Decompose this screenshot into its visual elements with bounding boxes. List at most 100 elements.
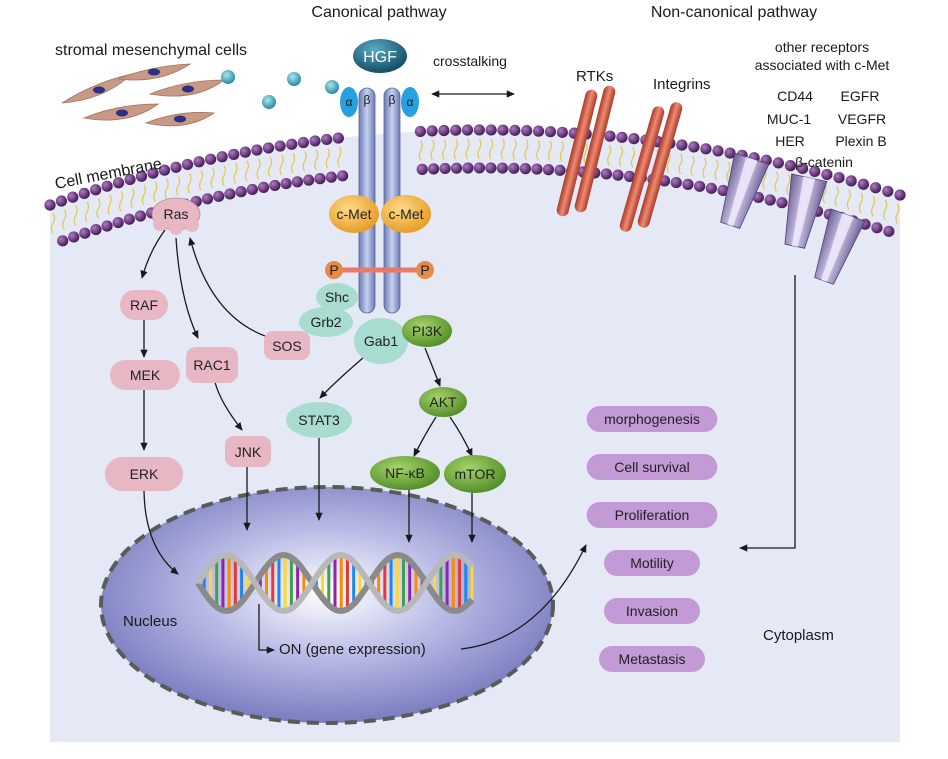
lipid-head xyxy=(882,185,894,197)
lipid-tail xyxy=(583,142,588,164)
associated-receptor-label: HER xyxy=(775,133,805,149)
gab1-node: Gab1 xyxy=(354,318,408,364)
lipid-tail xyxy=(442,139,447,160)
lipid-tail xyxy=(858,192,864,214)
lipid-head xyxy=(450,162,463,174)
lipid-tail xyxy=(465,138,470,160)
associated-receptor-label: Plexin B xyxy=(835,133,886,149)
integrin-bar xyxy=(619,106,665,232)
lipid-head xyxy=(724,147,736,159)
lipid-head xyxy=(314,173,326,185)
lipid-tail xyxy=(302,151,307,172)
lipid-head xyxy=(426,125,438,137)
dna-strand xyxy=(195,552,475,614)
lipid-tail xyxy=(325,148,330,169)
lipid-tail xyxy=(690,155,695,177)
lipid-head xyxy=(497,124,509,136)
associated-receptor-shape xyxy=(720,152,770,229)
nfkb-label: NF-κB xyxy=(385,465,425,481)
akt-label: AKT xyxy=(429,394,457,410)
lipid-head xyxy=(450,124,462,136)
mek-node: MEK xyxy=(110,360,180,390)
lipid-tail xyxy=(153,181,158,203)
associated-receptor-label: VEGFR xyxy=(838,111,886,127)
outcome-motility: Motility xyxy=(604,550,700,576)
sos-label: SOS xyxy=(272,338,302,354)
lipid-head xyxy=(134,210,147,222)
raf-label: RAF xyxy=(130,297,158,313)
lipid-tail xyxy=(678,153,683,175)
lipid-head xyxy=(280,177,292,190)
rac1-node: RAC1 xyxy=(186,347,238,383)
lipid-head xyxy=(717,184,729,197)
lipid-head xyxy=(869,182,882,194)
lipid-head xyxy=(542,164,555,176)
lipid-head xyxy=(101,180,113,192)
raf-node: RAF xyxy=(120,290,168,320)
lipid-head xyxy=(531,163,543,175)
lipid-head xyxy=(473,162,486,174)
lipid-head xyxy=(67,191,79,203)
lipid-head xyxy=(224,188,236,200)
lipid-head xyxy=(809,165,821,177)
gab1-label: Gab1 xyxy=(364,333,398,349)
lipid-head xyxy=(235,186,247,198)
stromal-cell xyxy=(82,103,160,121)
outcome-pill xyxy=(604,598,700,624)
other-receptors-line2: associated with c-Met xyxy=(755,57,890,73)
lipid-head xyxy=(688,141,700,153)
arrow-dna-gene-expression xyxy=(258,604,275,654)
arrow-pi3k-akt xyxy=(424,347,441,387)
lipid-tail xyxy=(870,196,876,217)
lipid-tail xyxy=(630,147,635,168)
lipid-tail xyxy=(702,157,707,179)
lipid-head xyxy=(700,143,712,155)
outcome-label: Proliferation xyxy=(615,507,690,523)
lipid-tail xyxy=(141,184,146,206)
lipid-head xyxy=(325,171,337,183)
lipid-head xyxy=(44,199,56,211)
associated-receptor-label: CD44 xyxy=(777,88,813,104)
lipid-tail xyxy=(290,152,296,174)
lipid-tail xyxy=(256,158,261,180)
lipid-head xyxy=(123,213,135,225)
lipid-head xyxy=(193,156,205,168)
lipid-head xyxy=(309,135,321,147)
associated-receptor-shapes xyxy=(720,152,866,285)
rtk-receptors xyxy=(556,85,683,232)
lipid-head xyxy=(461,124,474,136)
lipid-head xyxy=(112,177,125,189)
lipid-head xyxy=(532,125,545,137)
lipid-head xyxy=(135,170,148,182)
lipid-head xyxy=(428,163,440,175)
lipid-head xyxy=(101,220,113,232)
lipid-head xyxy=(251,144,263,156)
lipid-head xyxy=(556,126,568,138)
lipid-tail xyxy=(244,160,250,182)
lipid-tail xyxy=(314,149,319,171)
lipid-head xyxy=(485,124,497,136)
lipid-tail xyxy=(846,189,851,210)
arrow-ras-rac1 xyxy=(175,237,199,339)
lipid-head xyxy=(776,197,788,209)
lipid-head xyxy=(286,138,298,150)
lipid-tail xyxy=(547,140,553,161)
phospho-right xyxy=(416,261,434,279)
mtor-label: mTOR xyxy=(455,466,496,482)
associated-receptor-label: MUC-1 xyxy=(767,111,812,127)
lipid-tail xyxy=(62,209,67,230)
arrow-ras-raf xyxy=(140,229,166,279)
outcome-label: Cell survival xyxy=(614,459,689,475)
arrow-akt-mtor xyxy=(449,416,473,457)
other-receptors-line1: other receptors xyxy=(775,39,869,55)
mek-label: MEK xyxy=(130,367,161,383)
beta-label-right: β xyxy=(389,93,396,107)
lipid-head xyxy=(439,162,451,175)
nucleus-label: Nucleus xyxy=(123,613,177,630)
sos-node: SOS xyxy=(264,331,310,360)
c-met-receptor: α α β β HGF c-Met c-Met P P xyxy=(325,39,434,314)
stromal-cell xyxy=(148,79,226,97)
lipid-head xyxy=(623,170,636,182)
